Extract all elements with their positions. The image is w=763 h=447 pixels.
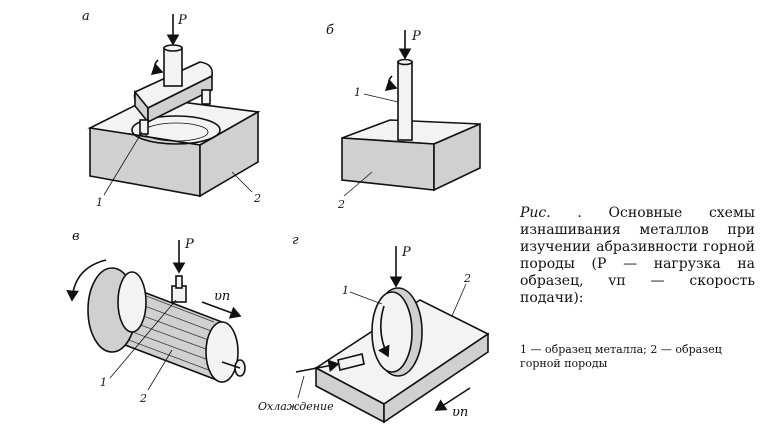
figure-legend: 1 — образец металла; 2 — образец горной …	[520, 343, 722, 370]
panel-g-wheel	[371, 291, 413, 373]
panel-b-leader-1	[363, 93, 399, 103]
panel-b-rod-top	[397, 58, 413, 66]
panel-g-letter: г	[292, 233, 299, 248]
panel-a-sample	[139, 119, 149, 135]
panel-v-sample	[175, 275, 183, 289]
panel-a-letter: а	[82, 9, 90, 24]
panel-g-cooling-leader	[297, 375, 305, 399]
panel-b-label-2: 2	[337, 198, 345, 211]
panel-a: а P 1 2	[82, 9, 261, 209]
panel-b-leader-2	[343, 171, 373, 197]
caption-prefix: Рис.	[520, 205, 551, 221]
panel-a-spindle	[163, 47, 183, 87]
panel-b-block-front	[341, 137, 435, 191]
panel-v-drum-face	[117, 271, 147, 333]
panel-g-load-label: P	[401, 245, 411, 260]
panel-a-load-label: P	[177, 13, 187, 28]
panel-a-rotation-arrow	[150, 59, 164, 76]
panel-b: б P 1 2	[326, 23, 481, 211]
panel-a-leader-2	[231, 171, 253, 193]
panel-v-letter: в	[72, 229, 80, 244]
panel-b-rod	[397, 61, 413, 141]
panel-a-sample-2	[201, 89, 211, 105]
panel-v: в P υп 1 2	[66, 229, 246, 405]
panel-a-groove	[131, 115, 221, 145]
caption-text: . Основные схемы изнашивания металлов пр…	[520, 205, 756, 306]
panel-g-rotation-arrow	[377, 305, 390, 358]
panel-g-cooling-label: Охлаждение	[258, 400, 334, 413]
panel-g-leader-2	[451, 283, 467, 317]
panel-g-speed-label: υп	[452, 405, 468, 420]
panel-b-block-side	[433, 122, 481, 192]
panel-v-label-2: 2	[139, 392, 147, 405]
panel-v-cylinder-end	[205, 321, 239, 383]
panel-b-rotation-arrow	[384, 75, 398, 92]
panel-a-bar-front	[147, 74, 213, 124]
panel-a-leader-1	[103, 131, 143, 196]
panel-b-load-label: P	[411, 29, 421, 44]
panel-a-spindle-top	[163, 44, 183, 52]
panel-g-cooling-arrow	[295, 359, 340, 373]
panel-g: г Охлаждение P υп 1 2	[258, 233, 490, 424]
panel-g-feed-arrow	[434, 387, 471, 411]
panel-v-shaft-line	[221, 361, 241, 369]
panel-v-feed-arrow	[201, 301, 242, 319]
panel-v-label-1: 1	[100, 376, 107, 389]
panel-v-load-label: P	[184, 237, 194, 252]
panel-a-label-2: 2	[253, 192, 261, 205]
panel-g-leader-1	[349, 291, 383, 305]
figure-caption: Рис. . Основные схемы изнашивания металл…	[520, 205, 755, 307]
panel-b-label-1: 1	[354, 86, 361, 99]
panel-a-label-1: 1	[96, 196, 103, 209]
panel-v-leader-1	[109, 299, 177, 379]
panel-g-slab-side	[383, 332, 489, 424]
panel-v-rotation-arrow	[66, 259, 107, 302]
panel-g-label-2: 2	[463, 272, 471, 285]
panel-b-letter: б	[326, 23, 334, 38]
panel-g-label-1: 1	[342, 284, 349, 297]
panel-a-block-side	[199, 110, 259, 198]
panel-v-speed-label: υп	[214, 289, 230, 304]
panel-v-leader-2	[147, 349, 173, 391]
